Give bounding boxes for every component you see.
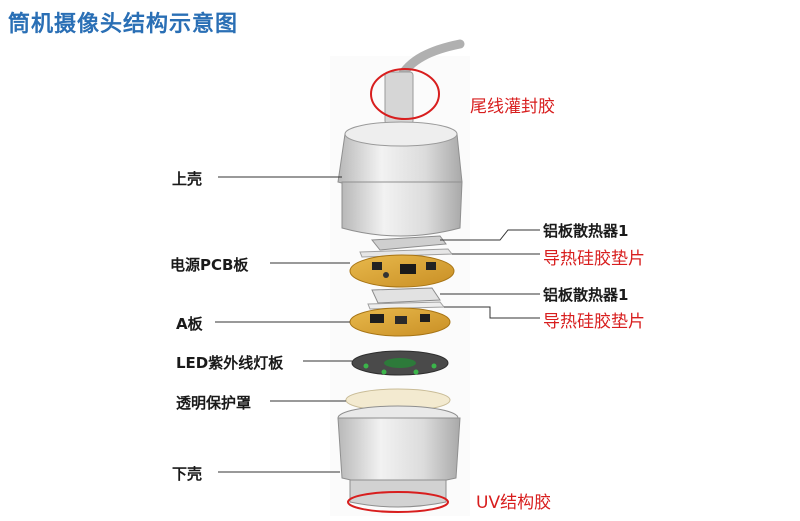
label-lower-shell: 下壳 (172, 465, 203, 483)
tail-potting-highlight (370, 68, 440, 120)
lower-shell (337, 417, 461, 486)
label-a-board: A板 (176, 315, 203, 333)
label-thermal-pad-1: 导热硅胶垫片 (543, 249, 645, 269)
label-transparent-cover: 透明保护罩 (176, 394, 252, 412)
label-upper-shell: 上壳 (172, 170, 203, 188)
page-title: 筒机摄像头结构示意图 (8, 12, 239, 37)
label-power-pcb: 电源PCB板 (170, 256, 249, 274)
heatsink-1 (371, 235, 447, 251)
uv-glue-highlight (347, 491, 449, 513)
heatsink-2 (371, 287, 441, 304)
label-tail-potting: 尾线灌封胶 (470, 97, 555, 117)
label-heatsink-1: 铝板散热器1 (543, 222, 629, 240)
label-uv-glue: UV结构胶 (476, 493, 552, 513)
label-thermal-pad-2: 导热硅胶垫片 (543, 312, 645, 332)
label-led-board: LED紫外线灯板 (176, 354, 284, 372)
label-heatsink-2: 铝板散热器1 (543, 286, 629, 304)
